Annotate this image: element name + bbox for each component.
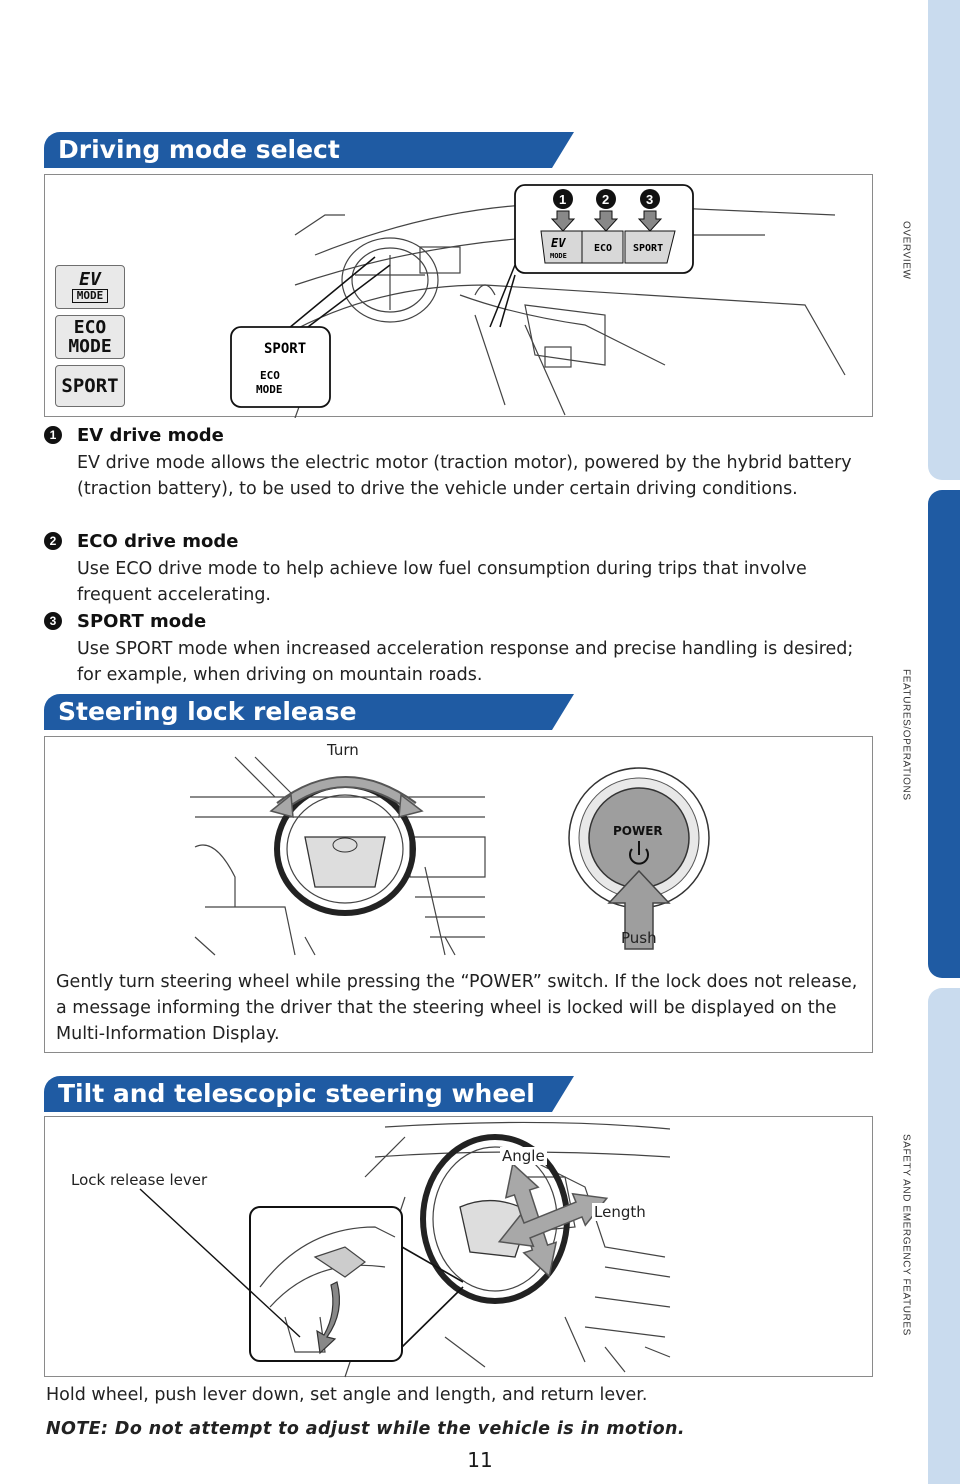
power-button-label: POWER: [613, 824, 663, 838]
side-tab-safety[interactable]: [928, 988, 960, 1484]
sport-mode-icon: SPORT: [55, 365, 125, 407]
svg-text:2: 2: [602, 192, 609, 207]
tilt-illustration: [139, 1121, 671, 1378]
item-text-ev: EV drive mode allows the electric motor …: [77, 453, 852, 499]
eco-mode-icon: ECO MODE: [55, 315, 125, 359]
page-number: 11: [467, 1448, 493, 1472]
side-label-overview: OVERVIEW: [900, 220, 912, 280]
item-title-sport: SPORT mode: [77, 611, 207, 632]
tilt-figure: Lock release lever Angle Length: [44, 1116, 873, 1378]
bullet-3: 3: [44, 612, 62, 630]
switch-eco-label: ECO: [594, 243, 612, 254]
lock-release-lever-label: Lock release lever: [71, 1171, 208, 1189]
switch-number-markers: 1 2 3: [550, 189, 663, 232]
switch-ev-label: EV: [551, 236, 566, 250]
steering-illustration: POWER: [190, 756, 710, 956]
section-header-tilt: Tilt and telescopic steering wheel: [44, 1076, 574, 1112]
switch-sport-label: SPORT: [633, 243, 663, 254]
steering-lock-figure: Turn POWER Push Gently turn steering whe…: [44, 736, 873, 1053]
item-text-sport: Use SPORT mode when increased accelerati…: [77, 639, 854, 685]
bullet-2: 2: [44, 532, 62, 550]
side-tab-features[interactable]: [928, 490, 960, 978]
tilt-note: NOTE: Do not attempt to adjust while the…: [46, 1419, 685, 1439]
svg-text:3: 3: [646, 192, 653, 207]
turn-label: Turn: [327, 741, 359, 759]
switch-ev-small-label: MODE: [550, 252, 567, 260]
item-title-eco: ECO drive mode: [77, 531, 239, 552]
callout-eco-label: ECO: [260, 369, 280, 382]
dashboard-illustration: SPORT ECO MODE EV MODE ECO SPORT 1 2 3: [230, 184, 846, 418]
ev-mode-icon: EV MODE: [55, 265, 125, 309]
item-title-ev: EV drive mode: [77, 425, 224, 446]
side-label-safety: SAFETY AND EMERGENCY FEATURES: [900, 1134, 912, 1336]
driving-mode-figure: EV MODE ECO MODE SPORT: [44, 174, 873, 418]
tilt-text: Hold wheel, push lever down, set angle a…: [46, 1385, 648, 1405]
push-label: Push: [621, 929, 657, 947]
callout-sport-label: SPORT: [264, 341, 306, 357]
callout-mode-label: MODE: [256, 383, 283, 396]
svg-text:1: 1: [559, 192, 566, 207]
bullet-1: 1: [44, 426, 62, 444]
steering-lock-text: Gently turn steering wheel while pressin…: [56, 972, 858, 1044]
section-header-driving-mode: Driving mode select: [44, 132, 574, 168]
length-label: Length: [592, 1203, 648, 1221]
side-tab-overview[interactable]: [928, 0, 960, 480]
angle-label: Angle: [500, 1147, 547, 1165]
side-label-features: FEATURES/OPERATIONS: [900, 669, 912, 801]
section-header-steering-lock: Steering lock release: [44, 694, 574, 730]
item-text-eco: Use ECO drive mode to help achieve low f…: [77, 559, 807, 605]
